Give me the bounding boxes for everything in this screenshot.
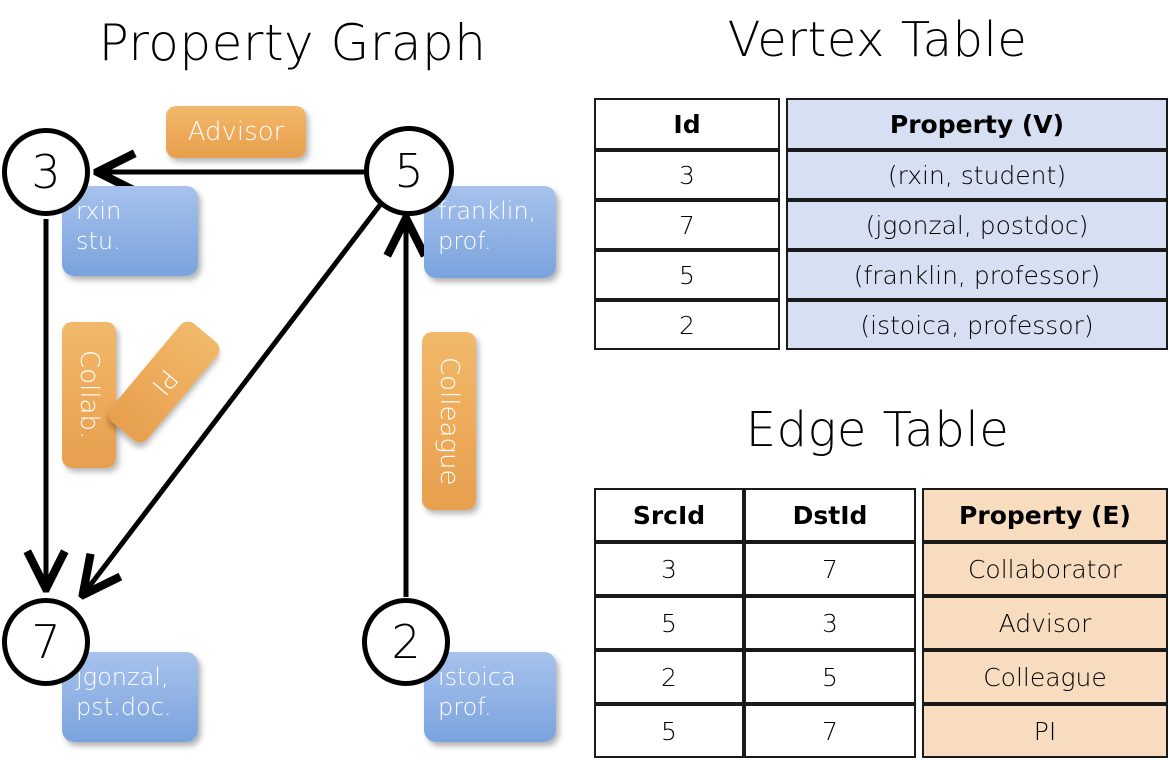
table-row: 5 3 Advisor <box>594 596 1168 650</box>
vertex-table: Id Property (V) 3 (rxin, student) 7 (jgo… <box>594 98 1168 350</box>
vertex-property-box-3-line2: stu. <box>76 227 121 255</box>
graph-node-5: 5 <box>364 126 454 216</box>
vertex-row-1-property: (jgonzal, postdoc) <box>786 200 1168 250</box>
table-row: 3 7 Collaborator <box>594 542 1168 596</box>
edge-label-pi-text: PI <box>145 363 184 401</box>
edge-row-0-dst: 7 <box>744 542 916 596</box>
edge-label-advisor-text: Advisor <box>187 117 285 147</box>
table-row: 2 (istoica, professor) <box>594 300 1168 350</box>
page-title-edge-table: Edge Table <box>745 402 1010 458</box>
edge-table-header-dstid: DstId <box>744 488 916 542</box>
graph-node-2-label: 2 <box>391 615 421 669</box>
edge-row-0-src: 3 <box>594 542 744 596</box>
table-row: 3 (rxin, student) <box>594 150 1168 200</box>
edge-table-column-gap <box>916 596 922 650</box>
vertex-table-column-gap <box>780 200 786 250</box>
vertex-table-header-id: Id <box>594 98 780 150</box>
vertex-row-3-id: 2 <box>594 300 780 350</box>
edge-table: SrcId DstId Property (E) 3 7 Collaborato… <box>594 488 1168 758</box>
edge-row-1-src: 5 <box>594 596 744 650</box>
edge-row-0-property: Collaborator <box>922 542 1168 596</box>
vertex-table-header-property: Property (V) <box>786 98 1168 150</box>
edge-arrow-pi <box>85 203 382 592</box>
graph-edge-arrows <box>0 0 585 760</box>
vertex-table-column-gap <box>780 300 786 350</box>
edge-table-column-gap <box>916 542 922 596</box>
edge-table-header-srcid: SrcId <box>594 488 744 542</box>
edge-table-column-gap <box>916 650 922 704</box>
vertex-property-box-7-line1: jgonzal, <box>76 663 169 691</box>
vertex-property-box-3: rxin stu. <box>62 186 198 276</box>
vertex-property-box-5: franklin, prof. <box>424 186 556 278</box>
edge-label-colleague-text: Colleague <box>434 356 464 486</box>
graph-node-3-label: 3 <box>31 145 61 199</box>
edge-table-column-gap <box>916 704 922 758</box>
vertex-property-box-7-line2: pst.doc. <box>76 693 172 721</box>
vertex-row-1-id: 7 <box>594 200 780 250</box>
property-graph-diagram: Advisor Collab. PI Colleague rxin stu. f… <box>0 0 585 760</box>
vertex-property-box-2-line2: prof. <box>438 693 492 721</box>
vertex-property-box-7: jgonzal, pst.doc. <box>62 652 198 742</box>
vertex-row-3-property: (istoica, professor) <box>786 300 1168 350</box>
vertex-property-box-5-line2: prof. <box>438 227 492 255</box>
table-row: 2 5 Colleague <box>594 650 1168 704</box>
edge-row-1-property: Advisor <box>922 596 1168 650</box>
page-title-property-graph: Property Graph <box>98 14 487 72</box>
graph-node-7-label: 7 <box>31 615 61 669</box>
edge-row-2-dst: 5 <box>744 650 916 704</box>
edge-label-collab-text: Collab. <box>74 350 104 440</box>
vertex-property-box-2: istoica prof. <box>424 652 556 742</box>
edge-table-header-row: SrcId DstId Property (E) <box>594 488 1168 542</box>
edge-table-column-gap <box>916 488 922 542</box>
graph-node-3: 3 <box>2 128 90 216</box>
graph-node-7: 7 <box>2 598 90 686</box>
vertex-table-column-gap <box>780 98 786 150</box>
edge-label-collab: Collab. <box>62 322 116 468</box>
page-title-vertex-table: Vertex Table <box>727 12 1028 68</box>
edge-label-advisor: Advisor <box>166 106 306 158</box>
graph-node-5-label: 5 <box>394 144 424 198</box>
table-row: 5 (franklin, professor) <box>594 250 1168 300</box>
vertex-table-column-gap <box>780 250 786 300</box>
vertex-row-0-id: 3 <box>594 150 780 200</box>
edge-row-3-property: PI <box>922 704 1168 758</box>
edge-row-1-dst: 3 <box>744 596 916 650</box>
edge-row-3-src: 5 <box>594 704 744 758</box>
table-row: 7 (jgonzal, postdoc) <box>594 200 1168 250</box>
edge-label-colleague: Colleague <box>422 332 476 510</box>
vertex-row-0-property: (rxin, student) <box>786 150 1168 200</box>
vertex-property-box-2-line1: istoica <box>438 663 516 691</box>
edge-row-2-property: Colleague <box>922 650 1168 704</box>
graph-node-2: 2 <box>362 598 450 686</box>
vertex-property-box-3-line1: rxin <box>76 197 122 225</box>
vertex-row-2-id: 5 <box>594 250 780 300</box>
edge-table-header-property: Property (E) <box>922 488 1168 542</box>
vertex-table-column-gap <box>780 150 786 200</box>
edge-row-3-dst: 7 <box>744 704 916 758</box>
vertex-row-2-property: (franklin, professor) <box>786 250 1168 300</box>
table-row: 5 7 PI <box>594 704 1168 758</box>
vertex-table-header-row: Id Property (V) <box>594 98 1168 150</box>
edge-row-2-src: 2 <box>594 650 744 704</box>
vertex-property-box-5-line1: franklin, <box>438 197 537 225</box>
